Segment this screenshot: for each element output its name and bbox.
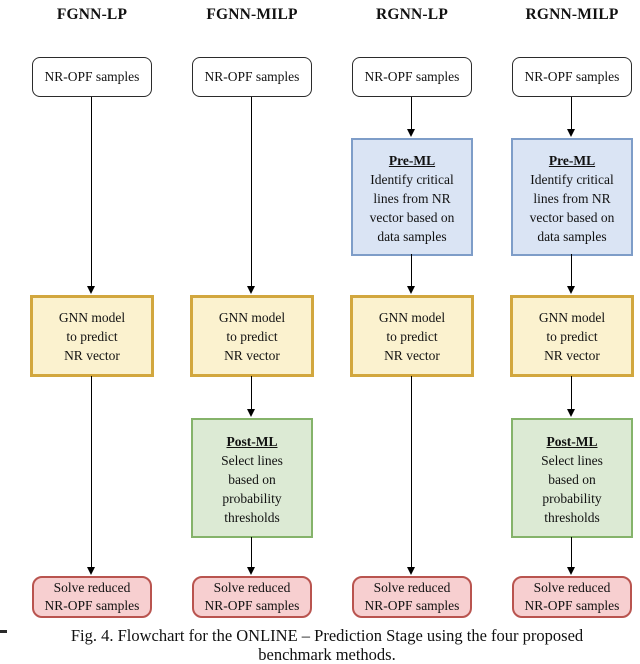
- gnn-line: NR vector: [64, 347, 120, 363]
- pre-ml-line: lines from NR: [533, 191, 611, 206]
- solve-line: NR-OPF samples: [524, 598, 620, 613]
- gnn-line: GNN model: [218, 309, 286, 325]
- nr-opf-samples-label: NR-OPF samples: [204, 69, 300, 84]
- column-title: FGNN-LP: [56, 6, 128, 23]
- solve-reduced-box: Solve reduced NR-OPF samples: [512, 576, 632, 618]
- solve-line: Solve reduced: [373, 580, 451, 595]
- post-ml-box: Post-ML Select lines based on probabilit…: [191, 418, 313, 538]
- flow-arrow: [246, 537, 257, 575]
- flow-arrow: [566, 376, 577, 417]
- solve-reduced-box: Solve reduced NR-OPF samples: [32, 576, 152, 618]
- gnn-line: GNN model: [58, 309, 126, 325]
- solve-reduced-box: Solve reduced NR-OPF samples: [192, 576, 312, 618]
- gnn-model-box: GNN model to predict NR vector: [510, 295, 634, 377]
- gnn-line: NR vector: [384, 347, 440, 363]
- nr-opf-samples-box: NR-OPF samples: [512, 57, 632, 97]
- column-fgnn-milp: FGNN-MILP NR-OPF samples GNN model to pr…: [172, 0, 332, 664]
- post-ml-box: Post-ML Select lines based on probabilit…: [511, 418, 633, 538]
- column-title: FGNN-MILP: [206, 6, 298, 23]
- pre-ml-line: Identify critical: [370, 172, 454, 187]
- post-ml-title: Post-ML: [546, 434, 598, 449]
- flow-arrow: [566, 97, 577, 137]
- pre-ml-line: Identify critical: [530, 172, 614, 187]
- nr-opf-samples-label: NR-OPF samples: [524, 69, 620, 84]
- column-rgnn-lp: RGNN-LP NR-OPF samples Pre-ML Identify c…: [332, 0, 492, 664]
- post-ml-line: probability: [222, 491, 282, 506]
- gnn-line: to predict: [66, 328, 118, 344]
- gnn-line: to predict: [386, 328, 438, 344]
- post-ml-line: based on: [228, 472, 276, 487]
- gnn-line: NR vector: [224, 347, 280, 363]
- flow-arrow: [86, 97, 97, 294]
- page-edge-artifact: [0, 630, 7, 633]
- post-ml-line: thresholds: [544, 510, 600, 525]
- gnn-line: to predict: [226, 328, 278, 344]
- flow-arrow: [566, 537, 577, 575]
- pre-ml-line: data samples: [377, 229, 447, 244]
- solve-reduced-box: Solve reduced NR-OPF samples: [352, 576, 472, 618]
- pre-ml-line: lines from NR: [373, 191, 451, 206]
- flow-arrow: [86, 376, 97, 575]
- solve-line: NR-OPF samples: [44, 598, 140, 613]
- solve-line: Solve reduced: [533, 580, 611, 595]
- post-ml-line: based on: [548, 472, 596, 487]
- column-fgnn-lp: FGNN-LP NR-OPF samples GNN model to pred…: [12, 0, 172, 664]
- flow-arrow: [406, 376, 417, 575]
- pre-ml-box: Pre-ML Identify critical lines from NR v…: [511, 138, 633, 256]
- nr-opf-samples-box: NR-OPF samples: [192, 57, 312, 97]
- post-ml-line: thresholds: [224, 510, 280, 525]
- pre-ml-line: vector based on: [529, 210, 615, 225]
- flow-arrow: [246, 376, 257, 417]
- gnn-line: to predict: [546, 328, 598, 344]
- solve-line: Solve reduced: [213, 580, 291, 595]
- gnn-line: GNN model: [378, 309, 446, 325]
- flow-arrow: [406, 97, 417, 137]
- column-title: RGNN-MILP: [525, 6, 619, 23]
- flow-arrow: [566, 254, 577, 294]
- gnn-line: GNN model: [538, 309, 606, 325]
- gnn-model-box: GNN model to predict NR vector: [190, 295, 314, 377]
- pre-ml-title: Pre-ML: [548, 153, 596, 168]
- pre-ml-line: vector based on: [369, 210, 455, 225]
- column-rgnn-milp: RGNN-MILP NR-OPF samples Pre-ML Identify…: [492, 0, 640, 664]
- post-ml-line: probability: [542, 491, 602, 506]
- gnn-model-box: GNN model to predict NR vector: [350, 295, 474, 377]
- pre-ml-title: Pre-ML: [388, 153, 436, 168]
- caption-line: Fig. 4. Flowchart for the ONLINE – Predi…: [70, 626, 584, 645]
- pre-ml-line: data samples: [537, 229, 607, 244]
- post-ml-title: Post-ML: [226, 434, 278, 449]
- nr-opf-samples-label: NR-OPF samples: [44, 69, 140, 84]
- post-ml-line: Select lines: [541, 453, 603, 468]
- solve-line: Solve reduced: [53, 580, 131, 595]
- post-ml-line: Select lines: [221, 453, 283, 468]
- column-title: RGNN-LP: [375, 6, 448, 23]
- gnn-line: NR vector: [544, 347, 600, 363]
- caption-line: benchmark methods.: [258, 645, 396, 664]
- pre-ml-box: Pre-ML Identify critical lines from NR v…: [351, 138, 473, 256]
- gnn-model-box: GNN model to predict NR vector: [30, 295, 154, 377]
- figure-caption: Fig. 4. Flowchart for the ONLINE – Predi…: [20, 626, 634, 664]
- flow-arrow: [246, 97, 257, 294]
- nr-opf-samples-label: NR-OPF samples: [364, 69, 460, 84]
- solve-line: NR-OPF samples: [364, 598, 460, 613]
- nr-opf-samples-box: NR-OPF samples: [32, 57, 152, 97]
- flow-arrow: [406, 254, 417, 294]
- nr-opf-samples-box: NR-OPF samples: [352, 57, 472, 97]
- solve-line: NR-OPF samples: [204, 598, 300, 613]
